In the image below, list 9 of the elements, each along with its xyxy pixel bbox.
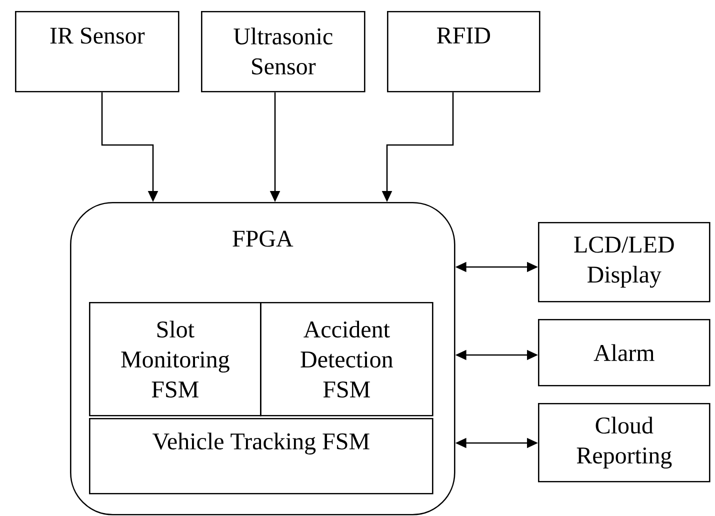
- sensor-box: IR Sensor: [15, 11, 180, 92]
- fsm-box: Slot Monitoring FSM: [89, 302, 262, 416]
- sensor-box: RFID: [387, 11, 540, 92]
- output-box: Cloud Reporting: [538, 403, 710, 482]
- fsm-box: Vehicle Tracking FSM: [89, 418, 434, 494]
- output-box: Alarm: [538, 319, 710, 386]
- sensor-box: Ultrasonic Sensor: [201, 11, 366, 92]
- fsm-box: Accident Detection FSM: [260, 302, 434, 416]
- output-box: LCD/LED Display: [538, 222, 710, 302]
